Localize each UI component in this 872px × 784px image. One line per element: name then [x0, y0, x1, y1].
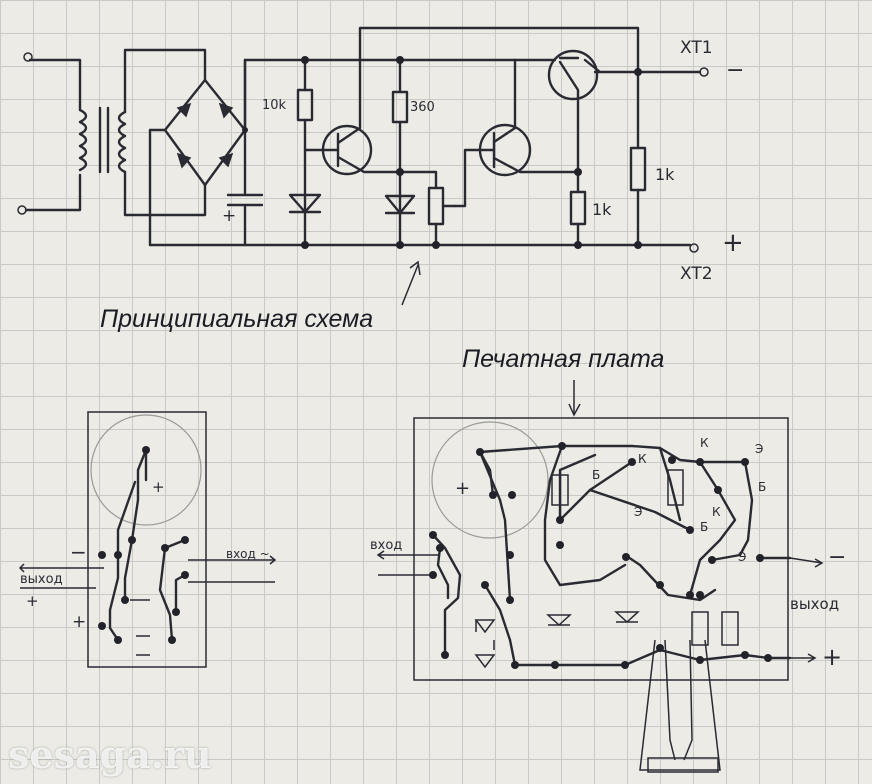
pin-e3: Э	[738, 550, 747, 564]
pcb-large-plus-label: +	[822, 643, 843, 671]
pcb-small-output-label: выход	[20, 572, 63, 587]
terminal-xt2-label: XT2	[680, 264, 713, 284]
terminal-xt1-label: XT1	[680, 38, 713, 58]
pin-k1: К	[638, 452, 647, 466]
terminal-xt2-sign: +	[722, 228, 744, 258]
resistor-10k-label: 10k	[262, 98, 287, 113]
pin-k3: К	[712, 505, 721, 519]
pin-b1: Б	[592, 468, 601, 482]
pin-k2: К	[700, 436, 709, 450]
upper-loop	[358, 26, 640, 74]
resistor-1k-output	[629, 70, 647, 247]
pin-b2: Б	[758, 480, 767, 494]
pcb-large	[376, 380, 824, 773]
schematic-diagram	[17, 26, 709, 306]
resistor-360-label: 360	[410, 100, 435, 115]
pcb-small-minus-label: −	[70, 540, 87, 564]
transistor-vt1	[303, 58, 402, 176]
terminal-xt1-sign: −	[726, 58, 745, 83]
pcb-small-plus-label: +	[26, 592, 39, 610]
pcb-large-minus-label: −	[828, 545, 847, 570]
transformer	[17, 48, 207, 217]
pcb-large-output-label: выход	[790, 595, 840, 613]
schematic-arrow	[401, 260, 421, 306]
capacitor-plus-label: +	[222, 206, 237, 226]
resistor-360-branch	[384, 58, 457, 247]
terminal-xt2	[689, 243, 699, 253]
pcb-caption: Печатная плата	[462, 345, 665, 373]
watermark: sesaga.ru	[8, 732, 212, 777]
pcb-small	[18, 411, 277, 668]
transistor-vt2	[453, 58, 580, 208]
pcb-large-cap-plus: +	[455, 478, 471, 499]
resistor-10k-branch	[288, 58, 322, 247]
schematic-caption: Принципиальная схема	[100, 305, 374, 333]
pin-e1: Э	[634, 505, 643, 519]
transistor-vt3	[513, 49, 602, 174]
pcb-large-input-label: вход	[370, 538, 403, 553]
pin-b3: Б	[700, 520, 709, 534]
pcb-small-input-label: вход ~	[226, 547, 270, 561]
resistor-1k-emitter-label: 1k	[592, 200, 612, 219]
terminal-xt1	[699, 67, 709, 77]
pin-e2: Э	[755, 442, 764, 456]
pcb-small-cap-plus: +	[152, 478, 165, 496]
schematic-junctions	[242, 56, 642, 249]
resistor-1k-emitter	[569, 170, 587, 247]
diode-bridge	[148, 58, 247, 247]
pcb-small-plus2-label: +	[72, 612, 87, 632]
resistor-1k-output-label: 1k	[655, 165, 675, 184]
